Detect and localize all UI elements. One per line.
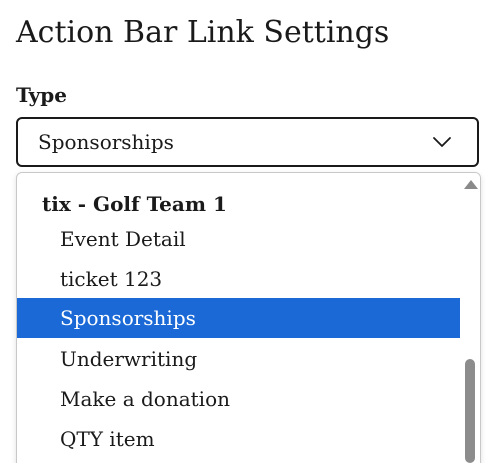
option-qty-item[interactable]: QTY item bbox=[60, 427, 155, 451]
option-event-detail[interactable]: Event Detail bbox=[60, 227, 186, 251]
option-ticket-123[interactable]: ticket 123 bbox=[60, 267, 163, 291]
triangle-up-icon[interactable] bbox=[464, 180, 478, 189]
option-make-a-donation[interactable]: Make a donation bbox=[60, 387, 230, 411]
type-select[interactable]: Sponsorships bbox=[16, 117, 479, 167]
dropdown-options: tix - Golf Team 1 Event Detail ticket 12… bbox=[17, 173, 461, 463]
type-label: Type bbox=[16, 83, 68, 107]
scrollbar-thumb[interactable] bbox=[465, 359, 475, 463]
page-title: Action Bar Link Settings bbox=[16, 15, 390, 50]
chevron-down-icon bbox=[431, 131, 453, 153]
optgroup-label: tix - Golf Team 1 bbox=[42, 192, 227, 216]
option-sponsorships[interactable]: Sponsorships bbox=[17, 298, 461, 338]
type-select-value: Sponsorships bbox=[38, 130, 174, 154]
option-underwriting[interactable]: Underwriting bbox=[60, 347, 198, 371]
dropdown-scrollbar[interactable] bbox=[460, 173, 480, 463]
type-dropdown-list[interactable]: tix - Golf Team 1 Event Detail ticket 12… bbox=[16, 172, 481, 463]
